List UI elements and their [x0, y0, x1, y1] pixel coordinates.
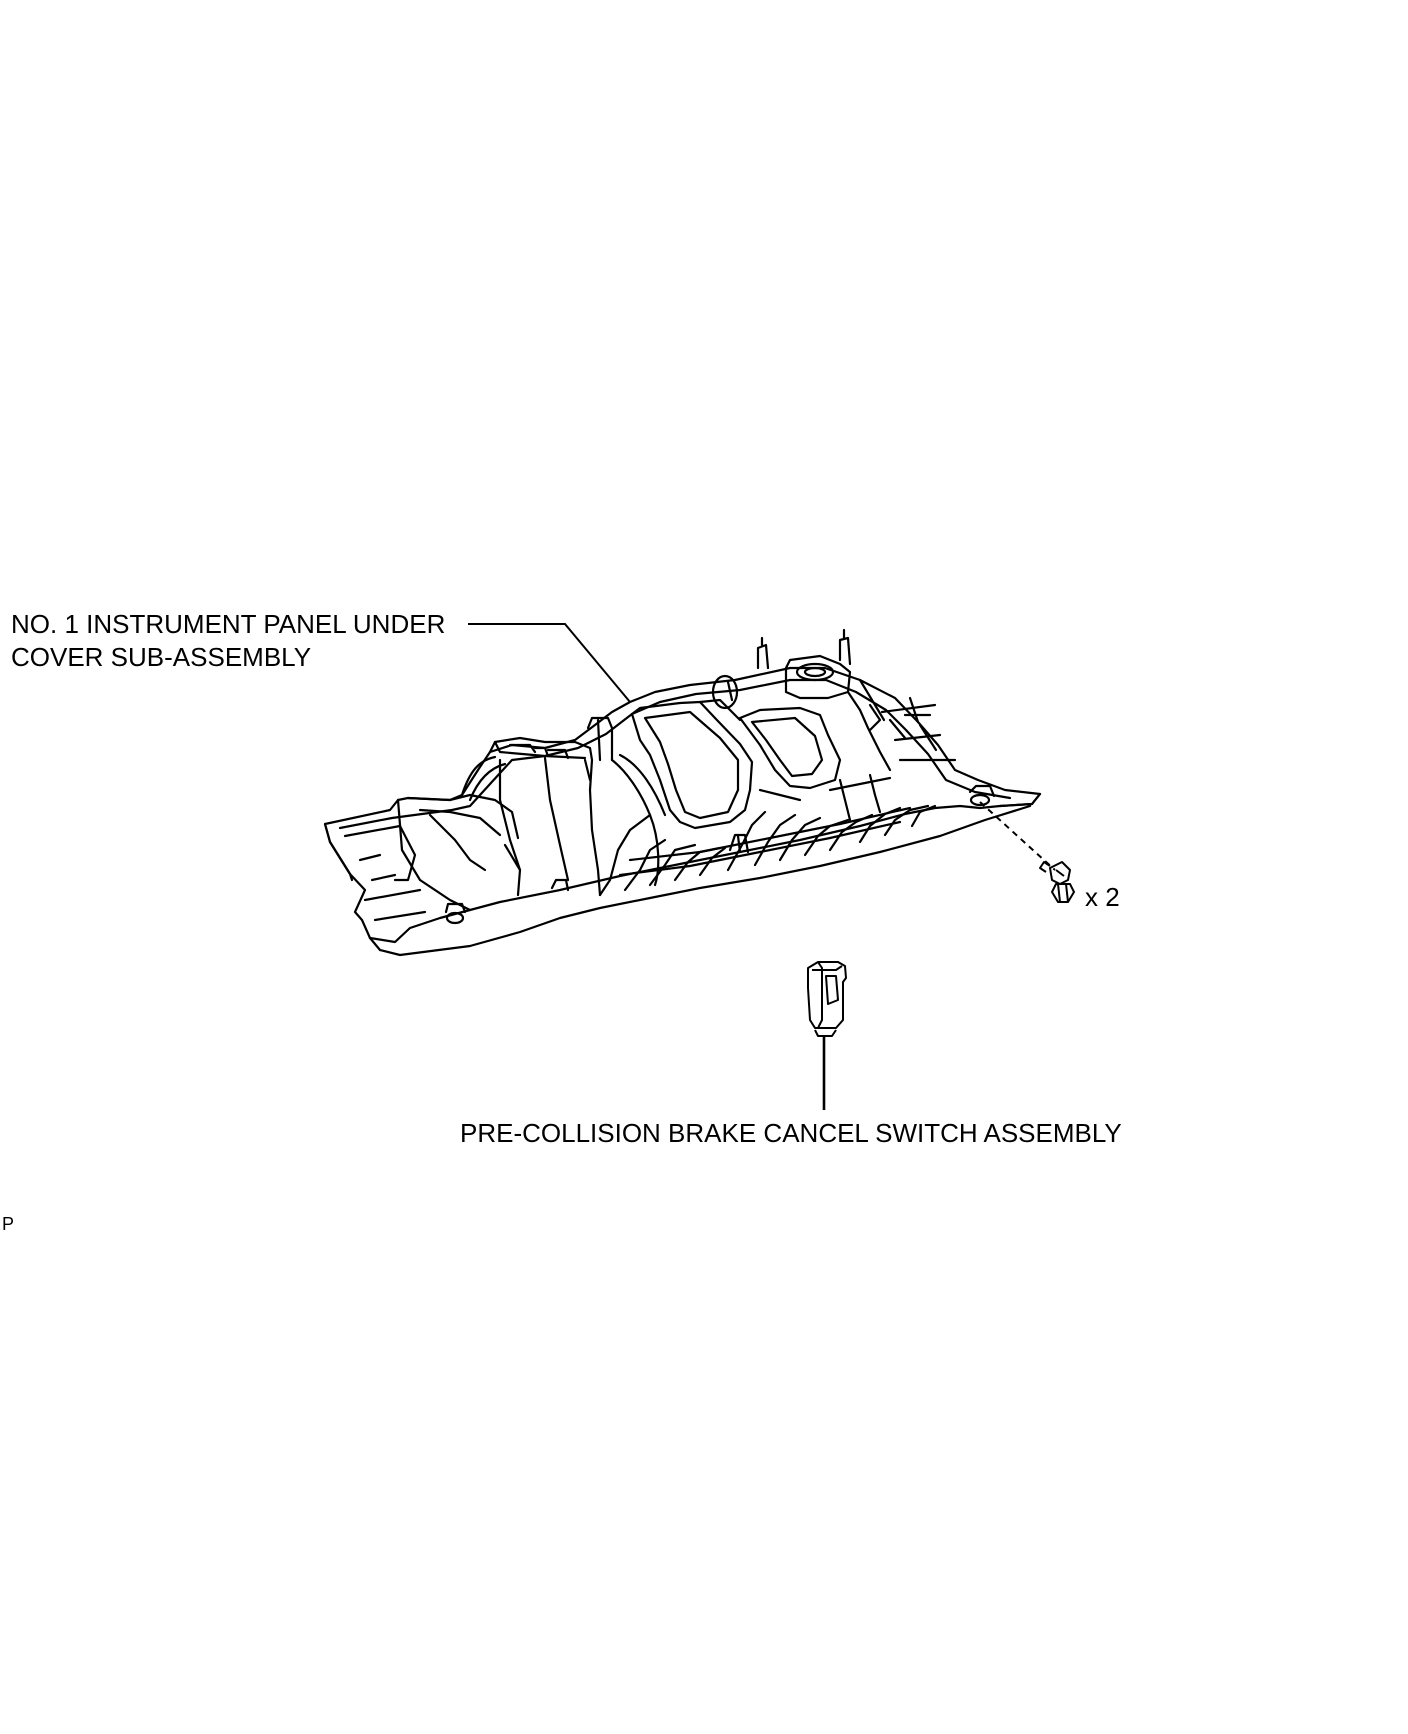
under-cover-leader-line	[468, 623, 631, 703]
screw-quantity-label: x 2	[1085, 882, 1120, 912]
switch-assembly-callout: PRE-COLLISION BRAKE CANCEL SWITCH ASSEMB…	[460, 1118, 1122, 1148]
instrument-panel-under-cover-drawing	[323, 628, 1042, 957]
under-cover-callout-line1: NO. 1 INSTRUMENT PANEL UNDER	[11, 609, 446, 639]
screw-drawing	[979, 801, 1075, 903]
switch-drawing	[807, 961, 847, 1110]
page-code: P	[2, 1214, 15, 1234]
under-cover-callout-line2: COVER SUB-ASSEMBLY	[11, 642, 312, 672]
